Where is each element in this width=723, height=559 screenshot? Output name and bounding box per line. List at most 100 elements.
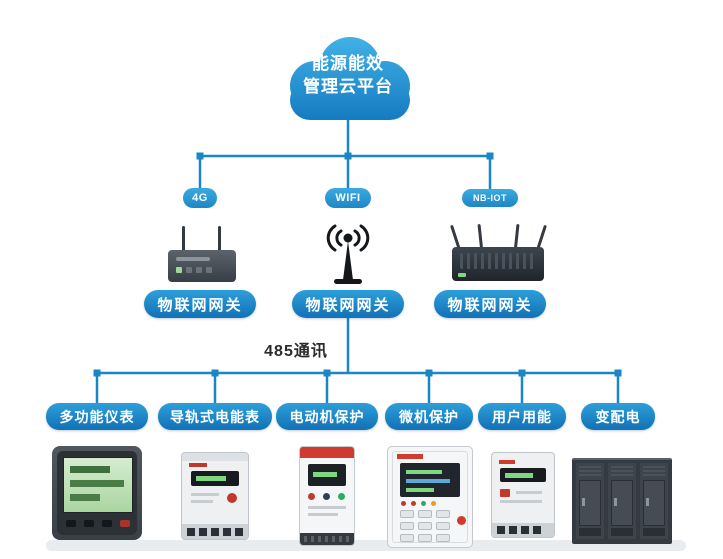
router-port: [196, 267, 202, 273]
cabinet-base: [643, 528, 665, 536]
cabinet-door: [579, 480, 601, 526]
device-button-motor-protection: 电动机保护: [276, 403, 378, 430]
lcd-reading: [70, 494, 100, 501]
router-led: [176, 267, 182, 273]
device-button: [308, 493, 315, 500]
led-indicator: [431, 501, 436, 506]
keypad: [400, 510, 454, 542]
cloud-title-line1: 能源能效: [312, 54, 384, 73]
terminal: [533, 526, 541, 534]
terminal: [521, 526, 529, 534]
device-display: [400, 463, 460, 497]
cabinet-base: [579, 528, 601, 536]
gateway-label-wifi: 物联网网关: [292, 290, 404, 318]
cabinet-vent: [611, 466, 633, 476]
meter-display: [191, 471, 239, 486]
user-energy-meter-image: [491, 452, 555, 538]
antenna: [477, 223, 483, 249]
led-indicator: [421, 501, 426, 506]
device-button-microcomputer-protection: 微机保护: [385, 403, 473, 430]
keypad-key: [436, 522, 450, 530]
motor-protection-device-image: [299, 446, 355, 546]
brand-mark: [499, 460, 515, 464]
cabinet-panel: [608, 463, 636, 539]
terminal: [223, 528, 231, 536]
antenna: [514, 223, 520, 249]
meter-button: [102, 520, 112, 527]
led-indicator: [411, 501, 416, 506]
meter-button: [500, 489, 510, 497]
keypad-key: [436, 510, 450, 518]
keypad-key: [418, 534, 432, 542]
cabinet-vent: [643, 466, 665, 476]
badge-nbiot: NB-IOT: [462, 189, 518, 207]
led-indicator: [401, 501, 406, 506]
device-button-user-energy: 用户用能: [478, 403, 566, 430]
device-display: [308, 464, 346, 486]
door-handle: [646, 498, 649, 506]
display-text: [406, 488, 434, 492]
cloud-platform-title: 能源能效 管理云平台: [273, 52, 423, 98]
terminal: [235, 528, 243, 536]
terminal: [199, 528, 207, 536]
cloud-icon: [290, 37, 410, 120]
keypad-key: [418, 522, 432, 530]
antenna: [182, 226, 185, 252]
wifi-antenna-icon: [326, 224, 370, 284]
label-line: [308, 506, 346, 509]
keypad-key: [400, 510, 414, 518]
badge-wifi: WIFI: [325, 188, 371, 208]
keypad-key: [418, 510, 432, 518]
brand-mark: [189, 463, 207, 467]
router-led: [458, 273, 466, 277]
label-line: [500, 500, 542, 503]
antenna: [218, 226, 221, 252]
terminal: [187, 528, 195, 536]
door-handle: [614, 498, 617, 506]
router-chassis: [168, 250, 236, 282]
label-line: [191, 493, 219, 496]
cabinet-door: [611, 480, 633, 526]
door-handle: [582, 498, 585, 506]
display-digits: [505, 473, 533, 478]
cabinet-panel: [640, 463, 668, 539]
router-port: [186, 267, 192, 273]
keypad-key: [400, 534, 414, 542]
router-nbiot-icon: [450, 223, 547, 288]
meter-top: [182, 453, 248, 461]
label-line: [308, 513, 338, 516]
gateway-label-4g: 物联网网关: [144, 290, 256, 318]
brand-mark: [397, 454, 423, 459]
meter-button: [227, 493, 237, 503]
display-digits: [196, 476, 226, 481]
cabinet-door: [643, 480, 665, 526]
cabinet-base: [611, 528, 633, 536]
terminal-strip: [182, 524, 248, 539]
terminal-strip: [492, 523, 554, 537]
cloud-title-line2: 管理云平台: [303, 77, 393, 96]
router-chassis: [452, 247, 544, 281]
cabinet-panel: [576, 463, 604, 539]
display-digits: [313, 472, 337, 477]
meter-button: [84, 520, 94, 527]
badge-4g: 4G: [183, 188, 217, 208]
router-4g-icon: [168, 226, 236, 288]
label-line: [191, 500, 213, 503]
device-button-din-rail-meter: 导轨式电能表: [158, 403, 272, 430]
terminal-strip: [300, 533, 354, 545]
gateway-label-nbiot: 物联网网关: [434, 290, 546, 318]
meter-lcd-screen: [63, 457, 133, 513]
device-button-multifunction-meter: 多功能仪表: [46, 403, 148, 430]
router-port: [206, 267, 212, 273]
panel-frame: [392, 451, 468, 543]
lcd-reading: [70, 466, 110, 473]
lcd-reading: [70, 480, 124, 487]
bus-485-label: 485通讯: [264, 343, 328, 360]
display-text: [406, 470, 442, 474]
meter-button: [66, 520, 76, 527]
device-button-power-distribution: 变配电: [581, 403, 655, 430]
reset-button: [457, 516, 466, 525]
meter-button: [120, 520, 130, 527]
router-detail: [176, 257, 210, 261]
